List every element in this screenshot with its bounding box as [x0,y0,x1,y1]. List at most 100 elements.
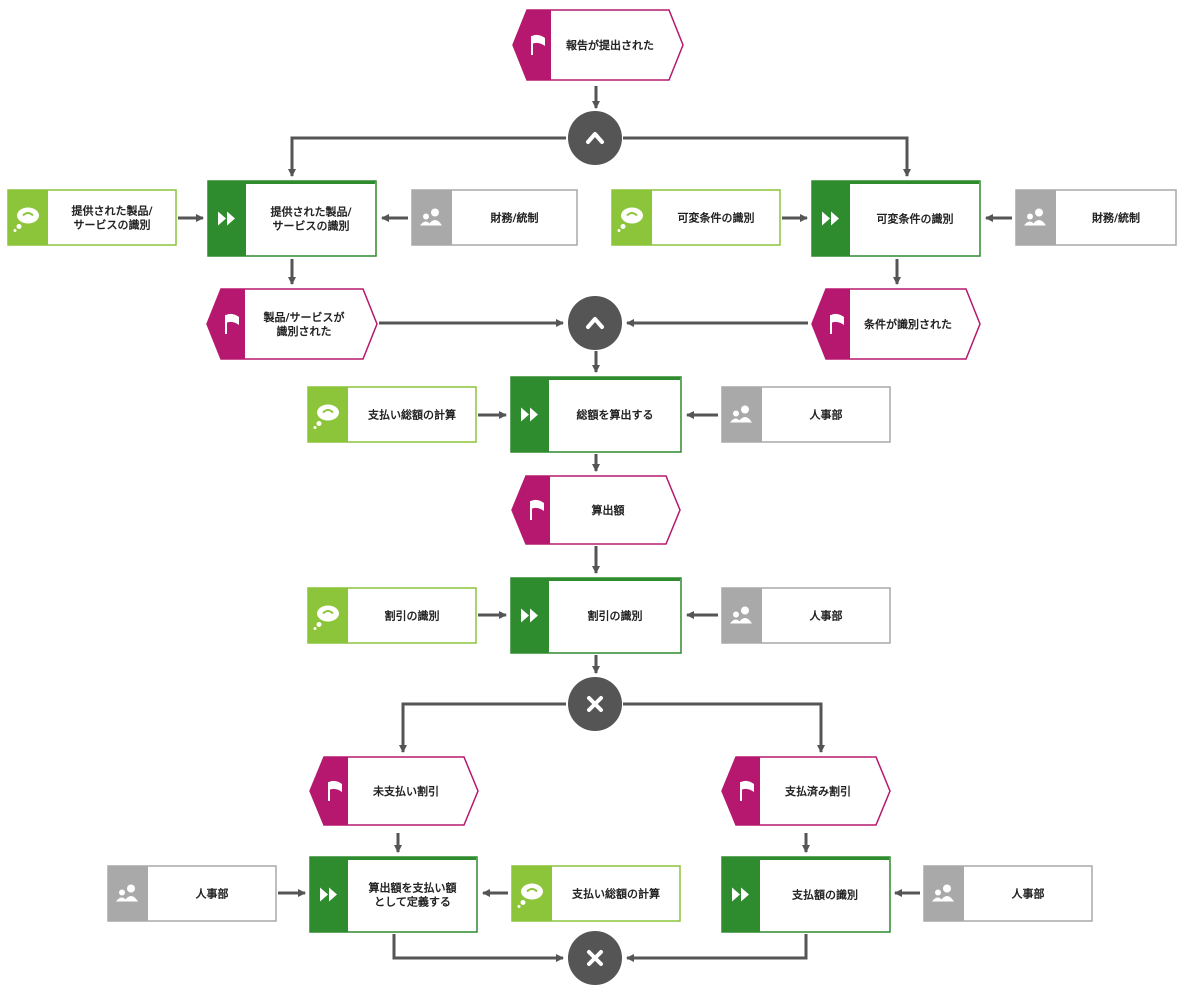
node-label: 財務/統制 [1091,211,1140,225]
node-gw_xor2[interactable] [568,931,622,985]
node-label: 可変条件の識別 [678,211,755,225]
node-fn_variable[interactable]: 可変条件の識別 [811,180,981,257]
edge-fn_define-to-gw_xor2 [392,934,564,962]
node-org_finance1[interactable]: 財務/統制 [411,189,578,246]
top-accent [209,181,375,184]
fast-forward-icon [320,887,337,902]
idea-cloud-icon [517,883,543,908]
people-icon [932,884,954,902]
idea-cloud-icon [617,207,643,232]
close-icon [587,950,603,966]
edge-fn_payment-to-gw_xor2 [626,934,808,962]
flag-icon [328,780,342,801]
node-fn_total[interactable]: 総額を算出する [510,376,682,453]
node-info_products[interactable]: 提供された製品/サービスの識別 [7,189,177,246]
node-label: サービスの識別 [273,219,350,233]
org-band [1016,190,1056,245]
people-icon [420,208,442,226]
top-accent [311,857,476,860]
close-icon [587,696,603,712]
fast-forward-icon [218,211,235,226]
idea-cloud-icon [313,605,339,630]
node-label: 人事部 [1012,887,1045,901]
node-ev_report[interactable]: 報告が提出された [512,9,684,81]
node-label: として定義する [374,895,451,909]
node-label: 可変条件の識別 [877,212,954,226]
node-org_hr2[interactable]: 人事部 [721,587,891,644]
node-ev_amount[interactable]: 算出額 [511,475,681,545]
node-gw_and2[interactable] [568,296,622,350]
node-gw_xor1[interactable] [568,677,622,731]
node-info_total2[interactable]: 支払い総額の計算 [511,865,681,922]
flag-icon [740,780,754,801]
node-ev_paid[interactable]: 支払済み割引 [721,756,891,826]
fast-forward-icon [732,887,749,902]
top-accent [512,377,680,380]
people-icon [116,884,138,902]
node-org_hr3[interactable]: 人事部 [107,865,277,922]
node-label: 支払額の識別 [791,888,858,902]
node-label: 識別された [277,324,332,338]
node-label: 報告が提出された [566,38,654,52]
node-label: 提供された製品/ [270,205,352,219]
node-label: 算出額 [591,503,625,517]
fast-forward-icon [521,608,538,623]
idea-cloud-icon [313,404,339,429]
chevron-up-icon [586,317,604,329]
node-label: 未支払い割引 [372,784,439,798]
node-ev_unpaid[interactable]: 未支払い割引 [309,756,479,826]
node-label: 製品/サービスが [262,310,344,324]
top-accent [813,181,979,184]
node-label: 割引の識別 [385,609,440,623]
node-ev_cond_done[interactable]: 条件が識別された [811,288,981,360]
idea-cloud-icon [13,207,39,232]
edge-gw_xor1-to-ev_paid [623,702,825,753]
node-label: 財務/統制 [489,211,538,225]
node-org_finance2[interactable]: 財務/統制 [1015,189,1177,246]
node-org_hr4[interactable]: 人事部 [923,865,1093,922]
org-band [924,866,964,921]
node-org_hr1[interactable]: 人事部 [721,386,891,443]
flag-icon [530,499,544,520]
node-label: 算出額を支払い額 [368,881,457,895]
edge-gw_and1-to-fn_products [288,136,566,177]
node-fn_products[interactable]: 提供された製品/サービスの識別 [207,180,377,257]
flag-icon [225,313,239,334]
node-label: 人事部 [196,887,229,901]
edges [178,86,1012,962]
people-icon [730,405,752,423]
node-label: 支払い総額の計算 [367,408,456,422]
org-band [412,190,452,245]
fast-forward-icon [822,211,839,226]
node-label: 支払い総額の計算 [571,887,660,901]
node-label: 支払済み割引 [784,784,851,798]
node-info_variable[interactable]: 可変条件の識別 [611,189,781,246]
node-label: 条件が識別された [863,317,952,331]
node-label: 人事部 [810,408,843,422]
node-fn_discount[interactable]: 割引の識別 [510,577,682,654]
and-connector[interactable] [568,296,622,350]
org-band [722,588,762,643]
node-info_discount[interactable]: 割引の識別 [307,587,477,644]
org-band [722,387,762,442]
nodes: 報告が提出された提供された製品/サービスの識別提供された製品/サービスの識別財務… [7,9,1177,985]
node-gw_and1[interactable] [568,111,622,165]
people-icon [730,606,752,624]
and-connector[interactable] [568,111,622,165]
node-fn_payment[interactable]: 支払額の識別 [721,856,891,933]
edge-gw_and1-to-fn_variable [623,136,911,177]
chevron-up-icon [586,132,604,144]
top-accent [512,578,680,581]
edge-gw_xor1-to-ev_unpaid [399,702,566,753]
flag-icon [830,313,844,334]
fast-forward-icon [521,407,538,422]
node-label: サービスの識別 [74,218,151,232]
node-label: 人事部 [810,609,843,623]
flag-icon [531,34,545,55]
people-icon [1024,208,1046,226]
node-info_total[interactable]: 支払い総額の計算 [307,386,477,443]
node-label: 割引の識別 [588,609,643,623]
